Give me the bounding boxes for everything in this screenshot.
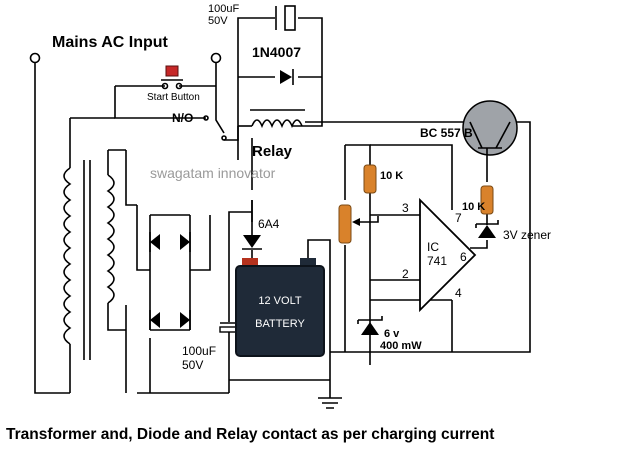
watermark: swagatam innovator [150, 165, 276, 181]
transistor-bc557b: BC 557 B [420, 100, 518, 165]
cap-top-value: 100uF [208, 3, 239, 15]
pin-6: 6 [460, 250, 467, 264]
resistor-10k-left: 10 K [363, 164, 403, 194]
pin-4: 4 [455, 286, 462, 300]
res-left-label: 10 K [380, 170, 403, 182]
relay-label: Relay [252, 143, 293, 160]
diode-6a4-label: 6A4 [258, 217, 280, 231]
cap-bottom-value: 100uF [182, 344, 216, 358]
ic-label-line1: IC [427, 240, 439, 254]
no-contact-label: N/O [172, 111, 193, 125]
start-button: Start Button [147, 65, 200, 103]
wiring [29, 17, 531, 409]
transformer [63, 149, 126, 393]
battery-label-line2: BATTERY [255, 318, 305, 330]
preset-potentiometer [338, 204, 379, 244]
ic-741: IC 741 3 7 2 6 4 [370, 144, 477, 313]
caption: Transformer and, Diode and Relay contact… [6, 426, 494, 443]
res-right-label: 10 K [462, 201, 485, 213]
pin-3: 3 [402, 201, 409, 215]
pin-7: 7 [455, 211, 462, 225]
pin-2: 2 [402, 267, 409, 281]
mains-ac-title: Mains AC Input [52, 34, 169, 51]
cap-top-voltage: 50V [208, 15, 228, 27]
flyback-diode: 1N4007 [252, 44, 301, 85]
start-button-label: Start Button [147, 92, 200, 103]
zener-6v: 6 v 400 mW [357, 316, 422, 352]
diode-1n4007-label: 1N4007 [252, 44, 301, 60]
relay-coil: Relay [250, 109, 305, 160]
zener-3v-label: 3V zener [503, 228, 551, 242]
zener-3v: 3V zener [475, 220, 551, 242]
cap-bottom-voltage: 50V [182, 358, 203, 372]
battery-label-line1: 12 VOLT [258, 295, 301, 307]
transistor-label: BC 557 B [420, 126, 473, 140]
diode-6a4: 6A4 [242, 200, 280, 250]
battery: 12 VOLT BATTERY [235, 258, 325, 357]
resistor-10k-right: 10 K [462, 185, 494, 215]
zener-6v-label-line2: 400 mW [380, 340, 422, 352]
ic-label-line2: 741 [427, 254, 447, 268]
bridge-rectifier [149, 232, 191, 330]
zener-6v-label-line1: 6 v [384, 328, 400, 340]
top-capacitor: 100uF 50V [208, 3, 296, 31]
